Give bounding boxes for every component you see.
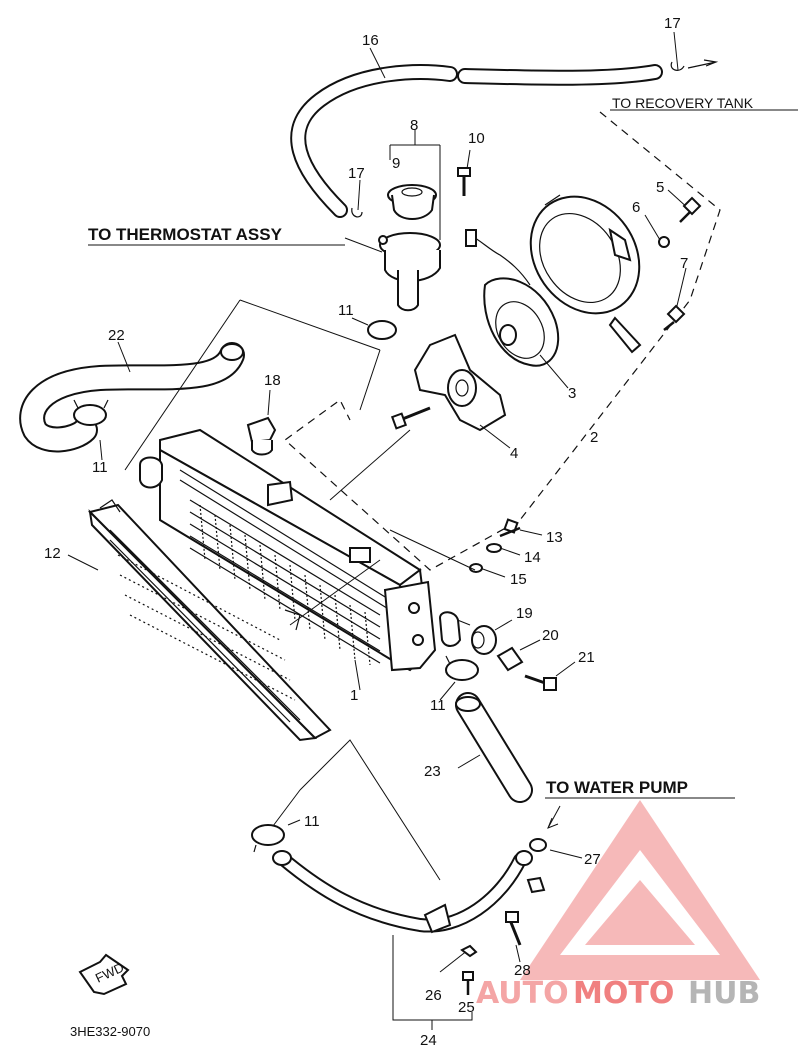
part-number-13: 13 <box>546 529 563 546</box>
part-number-6: 6 <box>632 199 640 216</box>
part-number-7: 7 <box>680 255 688 272</box>
watermark-auto: AUTO <box>476 976 569 1011</box>
part-number-4: 4 <box>510 445 518 462</box>
part-number-23: 23 <box>424 763 441 780</box>
part-number-21: 21 <box>578 649 595 666</box>
radiator <box>139 428 437 672</box>
radiator-guard <box>88 499 332 742</box>
part-number-25: 25 <box>458 999 475 1016</box>
label-to-water-pump: TO WATER PUMP <box>546 778 688 797</box>
part-number-5: 5 <box>656 179 664 196</box>
part-number-20: 20 <box>542 627 559 644</box>
upper-hose <box>19 342 245 453</box>
part-number-10: 10 <box>468 130 485 147</box>
bolt-21 <box>524 674 557 691</box>
part-number-24: 24 <box>420 1032 437 1049</box>
watermark-hub: HUB <box>688 976 760 1011</box>
bolt-13 <box>499 518 521 538</box>
diagram-code: 3HE332-9070 <box>70 1024 150 1039</box>
part-number-22: 22 <box>108 327 125 344</box>
part-number-27: 27 <box>584 851 601 868</box>
watermark-moto: MOTO <box>573 976 674 1011</box>
part-number-14: 14 <box>524 549 541 566</box>
bolt-28 <box>505 911 522 946</box>
part-number-18: 18 <box>264 372 281 389</box>
part-number-15: 15 <box>510 571 527 588</box>
part-number-11-d: 11 <box>304 813 320 830</box>
filler-neck <box>378 232 441 312</box>
radiator-cap <box>387 184 437 220</box>
radiator-fins <box>189 499 381 666</box>
fwd-arrow-icon <box>78 953 130 996</box>
part-number-16: 16 <box>362 32 379 49</box>
part-number-1: 1 <box>350 687 358 704</box>
bolt-25 <box>462 971 474 995</box>
hose-clamp-lower <box>251 824 285 853</box>
collar-20 <box>496 646 524 672</box>
water-pipe <box>272 850 546 934</box>
part-number-17-a: 17 <box>664 15 681 32</box>
label-to-thermostat: TO THERMOSTAT ASSY <box>88 225 283 244</box>
overflow-hose <box>290 64 663 218</box>
part-number-11-c: 11 <box>430 697 446 714</box>
part-number-12: 12 <box>44 545 61 562</box>
part-number-26: 26 <box>425 987 442 1004</box>
fan-shroud <box>529 194 642 354</box>
watermark-logo <box>520 800 760 980</box>
part-number-11-b: 11 <box>92 459 108 476</box>
part-number-19: 19 <box>516 605 533 622</box>
label-to-recovery-tank: TO RECOVERY TANK <box>612 95 754 111</box>
radiator-cap-small <box>246 416 277 456</box>
part-number-8: 8 <box>410 117 418 134</box>
lower-hose <box>455 692 533 803</box>
part-number-2: 2 <box>590 429 598 446</box>
hose-clamp-mid <box>445 655 479 681</box>
fan-motor <box>465 229 560 367</box>
part-number-17-b: 17 <box>348 165 365 182</box>
part-number-9: 9 <box>392 155 400 172</box>
grommet-19 <box>471 625 497 655</box>
hose-clamp-upper <box>73 399 109 426</box>
part-number-3: 3 <box>568 385 576 402</box>
part-number-28: 28 <box>514 962 531 979</box>
fan-nut <box>390 406 431 430</box>
fan-blade <box>413 333 507 432</box>
part-number-11-a: 11 <box>338 302 354 319</box>
bolt-10 <box>457 167 471 196</box>
